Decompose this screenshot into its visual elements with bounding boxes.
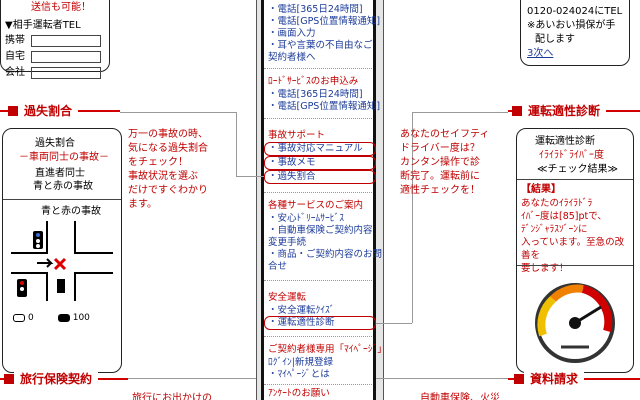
connector-fault	[236, 176, 264, 177]
menu-item-accident-manual[interactable]: ・事故対応マニュアル	[268, 143, 363, 154]
heading-marker	[4, 374, 14, 384]
fault-heading: 過失割合	[0, 100, 120, 122]
menu-item[interactable]: ・電話[GPS位置情報通知]	[268, 16, 381, 27]
support-tel-text: 0120-024024にTEL	[527, 6, 623, 17]
menu-item-accident-memo[interactable]: ・事故メモ	[268, 157, 316, 168]
fault-screen-line1: 直進者同士	[35, 168, 85, 179]
next-link[interactable]: 3次へ	[527, 48, 554, 59]
connector-aptitude-top	[412, 112, 508, 113]
services-section-title: 各種サービスのご案内	[268, 200, 364, 211]
menu-item-aptitude[interactable]: ・運転適性診断	[268, 317, 335, 328]
home-input[interactable]	[31, 51, 101, 63]
menu-item[interactable]: ・自動車保険ご契約内容	[268, 225, 373, 236]
heading-marker	[514, 374, 524, 384]
menu-item[interactable]: ・商品・ご契約内容のお問	[268, 249, 383, 260]
aptitude-screen-title: 運転適性診断	[535, 136, 595, 147]
connector-fault-top	[120, 112, 236, 113]
aptitude-screen-sub2: ≪チェック結果≫	[537, 164, 618, 175]
mypage-section-title: ご契約者様専用「ﾏｲﾍﾟｰｼﾞ」	[268, 344, 387, 355]
field-office: 会社	[5, 65, 101, 81]
office-input[interactable]	[31, 67, 101, 79]
phone-screen	[261, 0, 376, 400]
send-possible-text: 送信も可能！	[31, 2, 91, 13]
intersection-diagram	[11, 221, 113, 301]
travel-desc: 旅行にお出かけの	[132, 393, 212, 400]
menu-item[interactable]: 契約者様へ	[268, 52, 316, 63]
support-note-1: ※あいおい損保が手	[527, 20, 616, 31]
docs-desc: 自動車保険、火災	[420, 393, 500, 400]
result-text: あなたのｲﾗｲﾗﾄﾞﾗ ｲﾊﾞｰ度は[85]ptで、 ﾃﾞﾝｼﾞｬﾗｽｿﾞｰﾝに…	[521, 198, 625, 274]
accident-memo-highlight	[264, 156, 376, 170]
field-home: 自宅	[5, 49, 101, 65]
connector-docs	[376, 378, 508, 379]
aptitude-screen: 運転適性診断 ｲﾗｲﾗﾄﾞﾗｲﾊﾞｰ度 ≪チェック結果≫ 【結果】 あなたのｲﾗ…	[516, 128, 634, 373]
result-label: 【結果】	[521, 184, 561, 195]
fault-screen-sub: －車両同士の事故－	[19, 152, 109, 163]
menu-item[interactable]: ・電話[GPS位置情報通知]	[268, 101, 381, 112]
accident-manual-highlight	[264, 142, 376, 156]
safety-section-title: 安全運転	[268, 292, 307, 303]
menu-item[interactable]: ・ﾏｲﾍﾟｰｼﾞとは	[268, 369, 330, 380]
menu-item[interactable]: ・電話[365日24時間]	[268, 89, 363, 100]
menu-item[interactable]: 合せ	[268, 261, 288, 272]
aptitude-screen-sub: ｲﾗｲﾗﾄﾞﾗｲﾊﾞｰ度	[539, 150, 604, 161]
other-driver-tel-label: ▼相手運転者TEL	[5, 20, 81, 31]
field-mobile: 携帯	[5, 33, 101, 49]
connector-aptitude-v	[412, 112, 413, 323]
mobile-input[interactable]	[31, 35, 101, 47]
menu-item[interactable]: ・安全運転ｸｲｽﾞ	[268, 305, 335, 316]
fault-screen-title: 過失割合	[35, 138, 75, 149]
menu-item[interactable]: ﾛｸﾞｲﾝ|新規登録	[268, 357, 333, 368]
fault-desc: 万一の事故の時、 気になる過失割合 をチェック！ 事故状況を選ぶ だけですぐわか…	[128, 129, 208, 210]
fault-ratio-screen: 過失割合 －車両同士の事故－ 直進者同士 青と赤の事故 青と赤の事故 0 100	[2, 128, 122, 373]
connector-fault-v	[236, 112, 237, 176]
menu-item[interactable]: ・安心ﾄﾞﾘｰﾑｻｰﾋﾞｽ	[268, 213, 345, 224]
menu-item[interactable]: ・電話[365日24時間]	[268, 4, 363, 15]
diagram-title: 青と赤の事故	[41, 206, 101, 217]
aptitude-gauge	[535, 283, 615, 363]
heading-marker	[512, 106, 522, 116]
heading-marker	[8, 106, 18, 116]
connector-aptitude	[376, 323, 412, 324]
aptitude-highlight	[264, 316, 376, 330]
travel-heading: 旅行保険契約	[0, 368, 128, 390]
roadside-section-title: ﾛｰﾄﾞｻｰﾋﾞｽのお申込み	[268, 76, 359, 87]
fault-legend: 0 100	[13, 313, 90, 323]
contact-screen: 送信も可能！ ▼相手運転者TEL 携帯 自宅 会社	[0, 0, 110, 79]
accident-section-title: 事故サポート	[268, 130, 326, 141]
aptitude-desc: あなたのセイフティ ドライバー度は？ カンタン操作で診 断完了。運転前に 適性チ…	[400, 129, 490, 196]
fault-ratio-highlight	[264, 170, 376, 184]
aptitude-heading: 運転適性診断	[508, 100, 640, 122]
menu-item[interactable]: ・耳や言葉の不自由なご	[268, 40, 373, 51]
fault-screen-line2: 青と赤の事故	[33, 181, 93, 192]
connector-travel	[128, 378, 256, 379]
survey-section-title: ｱﾝｹｰﾄのお願い	[268, 388, 330, 399]
support-note-2: 配します	[535, 34, 575, 45]
docs-heading: 資料請求	[508, 368, 640, 390]
menu-item-fault-ratio[interactable]: ・過失割合	[268, 171, 316, 182]
menu-item[interactable]: 変更手続	[268, 237, 307, 248]
menu-item[interactable]: ・画面入力	[268, 28, 316, 39]
support-screen: 0120-024024にTEL ※あいおい損保が手 配します 3次へ	[520, 0, 630, 66]
